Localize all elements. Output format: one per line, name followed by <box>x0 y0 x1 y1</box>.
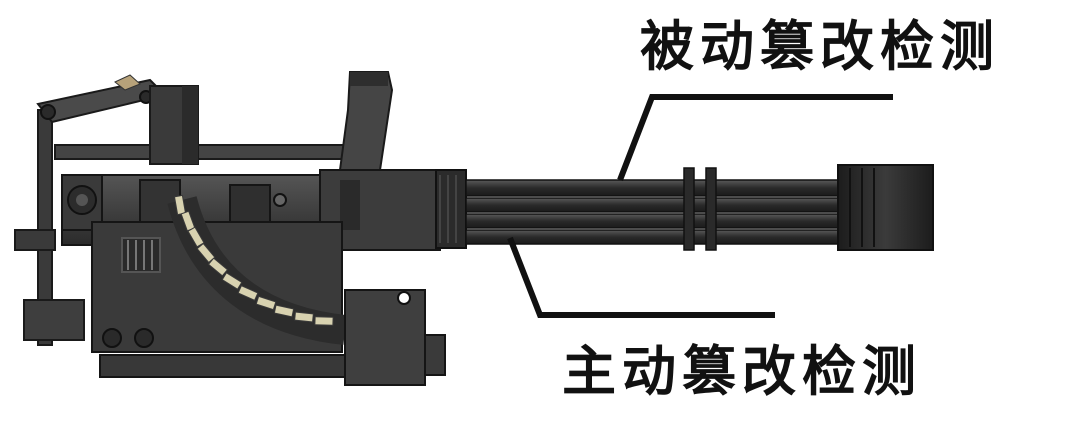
label-passive-tamper-detection: 被动篡改检测 <box>640 20 1000 74</box>
barrel-collar <box>436 170 466 248</box>
barrel-muzzle <box>838 165 933 250</box>
weapon-mount <box>345 290 445 385</box>
weapon-grip <box>340 72 392 170</box>
callout-line-active <box>510 238 775 315</box>
barrel-cluster <box>466 168 846 250</box>
label-active-tamper-detection: 主动篡改检测 <box>562 345 922 399</box>
